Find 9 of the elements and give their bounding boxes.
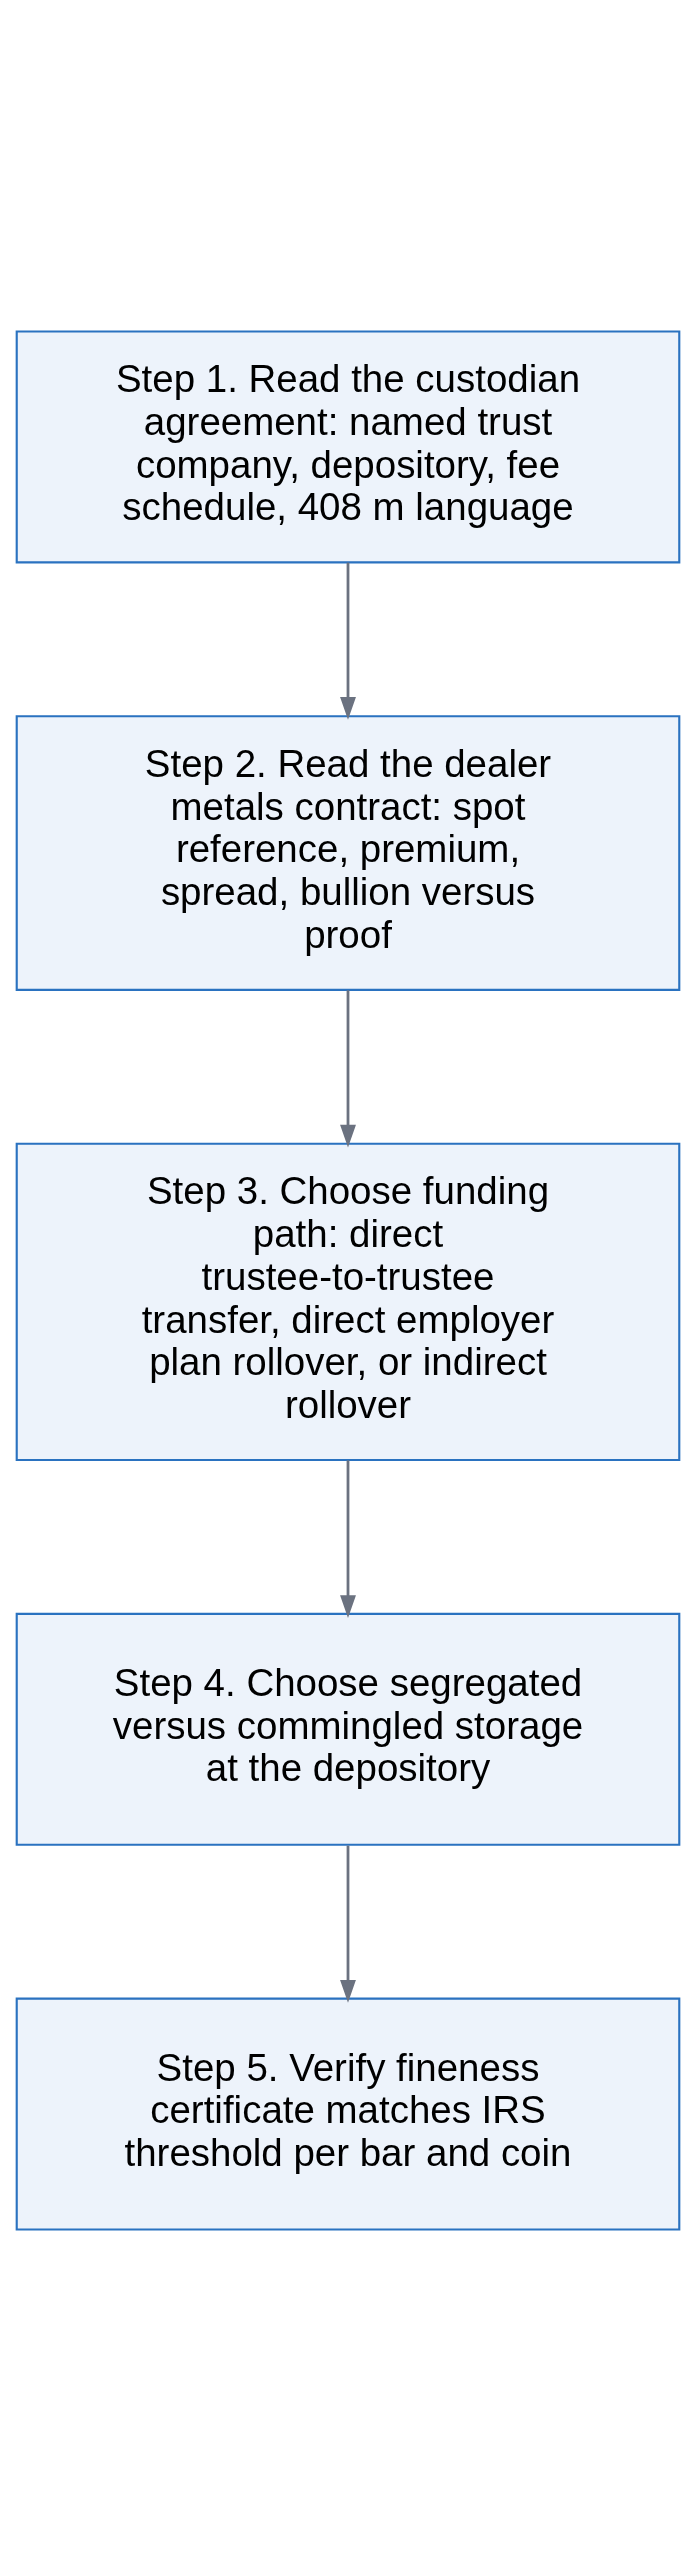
node-box: Step 3. Choose funding path: direct trustee-to-trustee transfer, direct employer plan rollover, or indirect rollover bbox=[15, 1142, 681, 1461]
arrow bbox=[340, 562, 356, 720]
arrow bbox=[340, 989, 356, 1148]
node-box: Step 4. Choose segregated versus commingled storage at the depository bbox=[15, 1612, 681, 1846]
node-box: Step 2. Read the dealer metals contract: spot reference, premium, spread, bullion versus proof bbox=[15, 714, 681, 991]
arrow bbox=[340, 1845, 356, 2003]
arrow bbox=[340, 1459, 356, 1618]
node-box: Step 5. Verify fineness certificate matches IRS threshold per bar and coin bbox=[15, 1997, 681, 2230]
node-box: Step 1. Read the custodian agreement: named trust company, depository, fee schedule, 408 m language bbox=[15, 330, 681, 563]
